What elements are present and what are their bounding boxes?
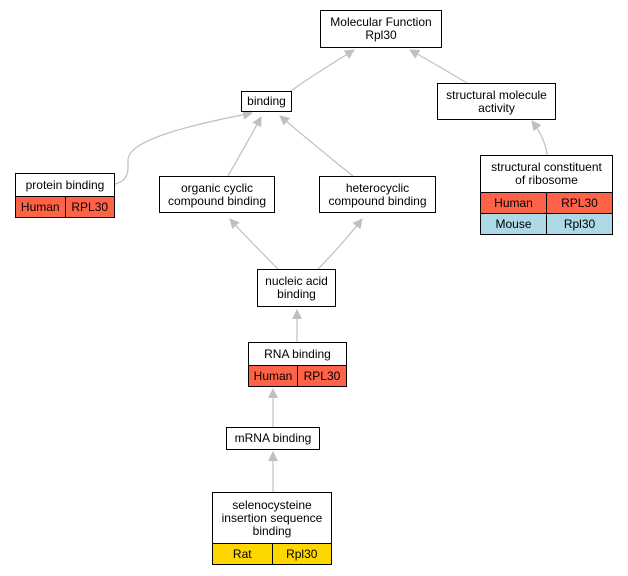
node-label: protein binding <box>25 177 105 192</box>
node-label: RNA binding <box>264 346 331 361</box>
node-label: organic cyclic compound binding <box>167 180 267 208</box>
gene-cell: RPL30 <box>546 193 612 213</box>
node-label: binding <box>247 94 286 108</box>
node-label: heterocyclic compound binding <box>328 180 427 208</box>
node-structural-constituent-of-ribosome[interactable]: structural constituent of ribosome Human… <box>480 155 613 235</box>
node-organic-cyclic-compound-binding[interactable]: organic cyclic compound binding <box>159 176 275 213</box>
node-protein-binding[interactable]: protein binding Human RPL30 <box>15 173 115 218</box>
node-label: structural constituent of ribosome <box>491 160 602 187</box>
edge-structural-constituent-to-structural-molecule <box>531 120 548 156</box>
annotation-row: Human RPL30 <box>249 365 346 386</box>
edge-protein-binding-to-binding <box>114 109 253 185</box>
node-rna-binding[interactable]: RNA binding Human RPL30 <box>248 342 347 387</box>
species-cell: Human <box>20 199 60 214</box>
node-label: selenocysteine insertion sequence bindin… <box>221 497 323 538</box>
species-cell: Rat <box>232 546 252 561</box>
node-binding[interactable]: binding <box>241 91 292 112</box>
edge-nucleic-acid-to-heterocyclic <box>317 218 363 270</box>
node-nucleic-acid-binding[interactable]: nucleic acid binding <box>257 269 336 307</box>
annotation-row: Mouse Rpl30 <box>481 213 612 234</box>
node-selenocysteine-insertion-sequence-binding[interactable]: selenocysteine insertion sequence bindin… <box>212 492 332 565</box>
annotation-row: Human RPL30 <box>481 192 612 213</box>
species-cell: Human <box>253 368 293 383</box>
species-cell: Mouse <box>495 216 532 231</box>
node-molecular-function[interactable]: Molecular Function Rpl30 <box>320 10 442 48</box>
species-cell: Human <box>494 195 533 210</box>
node-label: nucleic acid binding <box>265 274 328 301</box>
gene-cell: RPL30 <box>297 366 346 386</box>
node-heterocyclic-compound-binding[interactable]: heterocyclic compound binding <box>319 176 436 213</box>
edge-nucleic-acid-to-organic-cyclic <box>229 218 279 270</box>
edge-structural-molecule-to-molecular-function <box>409 49 468 84</box>
node-mrna-binding[interactable]: mRNA binding <box>226 427 320 450</box>
annotation-row: Rat Rpl30 <box>213 543 331 564</box>
edge-organic-cyclic-to-binding <box>227 116 262 177</box>
gene-cell: Rpl30 <box>546 214 612 234</box>
node-label: Molecular Function Rpl30 <box>330 15 432 42</box>
gene-cell: RPL30 <box>64 197 115 217</box>
node-label: mRNA binding <box>234 431 312 445</box>
annotation-row: Human RPL30 <box>16 196 114 217</box>
edge-binding-to-molecular-function <box>290 49 355 92</box>
node-label: structural molecule activity <box>446 87 547 115</box>
gene-cell: Rpl30 <box>271 544 332 564</box>
edge-heterocyclic-to-binding <box>279 115 354 177</box>
node-structural-molecule-activity[interactable]: structural molecule activity <box>437 83 556 120</box>
